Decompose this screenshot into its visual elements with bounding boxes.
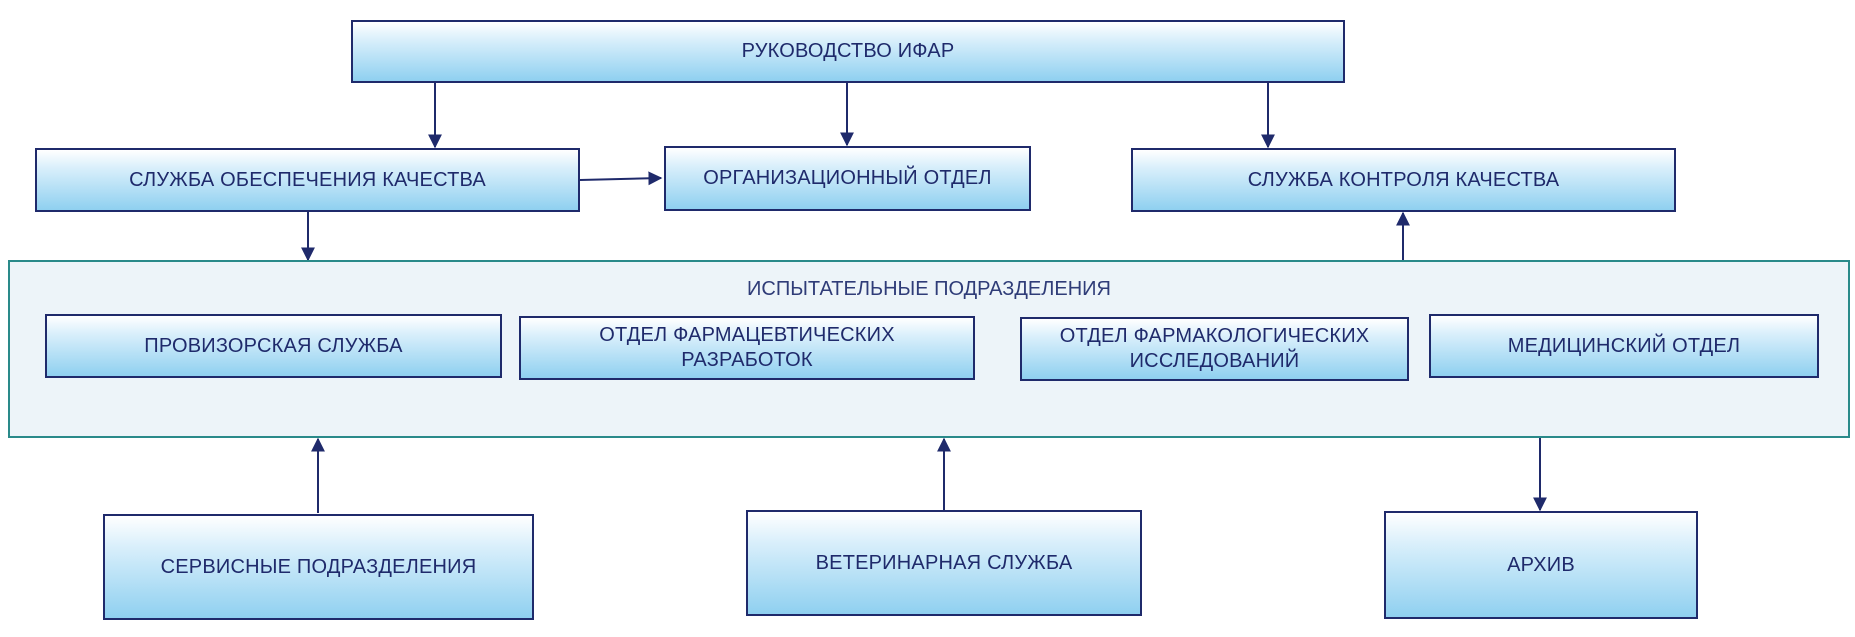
veterinary-service-box: ВЕТЕРИНАРНАЯ СЛУЖБА bbox=[746, 510, 1142, 616]
pharm-dev-label-line2: РАЗРАБОТОК bbox=[681, 349, 813, 371]
pharmacology-label-line2: ИССЛЕДОВАНИЙ bbox=[1129, 350, 1300, 372]
pharm-dev-box: ОТДЕЛ ФАРМАЦЕВТИЧЕСКИХ РАЗРАБОТОК bbox=[519, 316, 975, 380]
archive-box: АРХИВ bbox=[1384, 511, 1698, 619]
pharm-dev-label-line1: ОТДЕЛ ФАРМАЦЕВТИЧЕСКИХ bbox=[599, 324, 895, 346]
archive-label: АРХИВ bbox=[1507, 553, 1575, 576]
medical-department-label: МЕДИЦИНСКИЙ ОТДЕЛ bbox=[1507, 334, 1741, 357]
veterinary-service-label: ВЕТЕРИНАРНАЯ СЛУЖБА bbox=[815, 551, 1073, 574]
qc-service-box: СЛУЖБА КОНТРОЛЯ КАЧЕСТВА bbox=[1131, 148, 1676, 212]
pharmacist-service-box: ПРОВИЗОРСКАЯ СЛУЖБА bbox=[45, 314, 502, 378]
qa-service-label: СЛУЖБА ОБЕСПЕЧЕНИЯ КАЧЕСТВА bbox=[129, 168, 486, 191]
qc-service-label: СЛУЖБА КОНТРОЛЯ КАЧЕСТВА bbox=[1247, 168, 1560, 191]
management-label: РУКОВОДСТВО ИФАР bbox=[741, 40, 955, 62]
org-department-box: ОРГАНИЗАЦИОННЫЙ ОТДЕЛ bbox=[664, 146, 1031, 211]
service-units-box: СЕРВИСНЫЕ ПОДРАЗДЕЛЕНИЯ bbox=[103, 514, 534, 620]
pharmacist-service-label: ПРОВИЗОРСКАЯ СЛУЖБА bbox=[144, 334, 403, 357]
medical-department-box: МЕДИЦИНСКИЙ ОТДЕЛ bbox=[1429, 314, 1819, 378]
arrow-qa-to-org bbox=[579, 171, 663, 186]
testing-units-title: ИСПЫТАТЕЛЬНЫЕ ПОДРАЗДЕЛЕНИЯ bbox=[747, 278, 1111, 300]
pharmacology-label-line1: ОТДЕЛ ФАРМАКОЛОГИЧЕСКИХ bbox=[1059, 325, 1370, 347]
qa-service-box: СЛУЖБА ОБЕСПЕЧЕНИЯ КАЧЕСТВА bbox=[35, 148, 580, 212]
org-department-label: ОРГАНИЗАЦИОННЫЙ ОТДЕЛ bbox=[703, 167, 992, 189]
service-units-label: СЕРВИСНЫЕ ПОДРАЗДЕЛЕНИЯ bbox=[160, 555, 477, 578]
management-box: РУКОВОДСТВО ИФАР bbox=[351, 20, 1345, 83]
pharmacology-box: ОТДЕЛ ФАРМАКОЛОГИЧЕСКИХ ИССЛЕДОВАНИЙ bbox=[1020, 317, 1409, 381]
